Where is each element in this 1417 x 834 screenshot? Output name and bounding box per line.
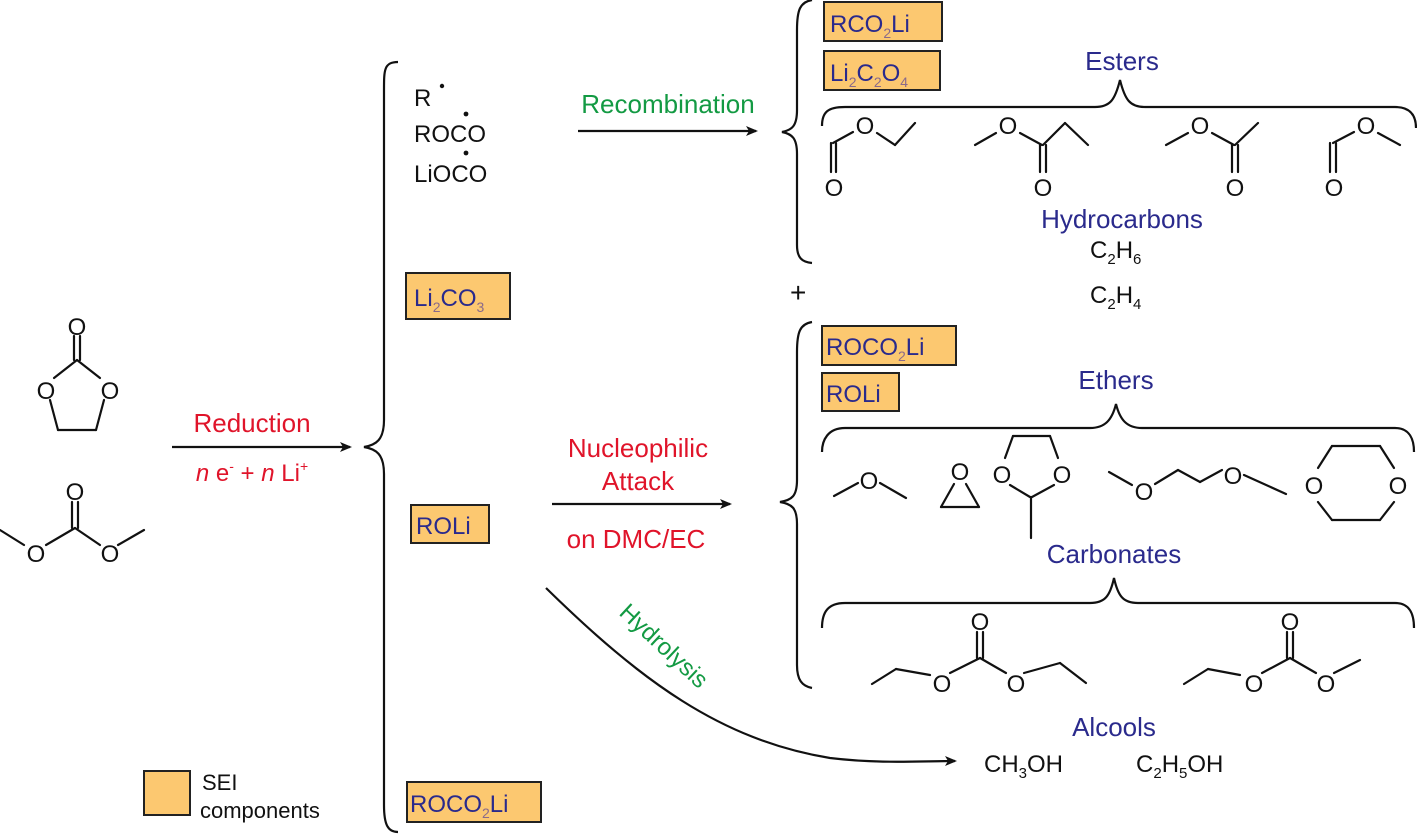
nucleophilic-products-brace [779, 320, 813, 690]
dimethyl-ether-structure: O [832, 468, 908, 500]
ec-carbonyl-o: O [68, 314, 87, 341]
svg-text:O: O [1053, 462, 1072, 489]
ethane-formula: C2H6 [1090, 237, 1141, 268]
intermediates-brace [363, 60, 399, 834]
svg-text:O: O [993, 462, 1012, 489]
carbonates-label: Carbonates [1047, 539, 1181, 569]
alcools-label: Alcools [1072, 712, 1156, 742]
radical-r: R [414, 85, 431, 112]
svg-text:O: O [1325, 175, 1344, 202]
roco2li-product-formula: ROCO2Li [826, 334, 924, 364]
svg-text:O: O [1034, 175, 1053, 202]
svg-text:O: O [999, 113, 1018, 140]
hydrocarbons-label: Hydrocarbons [1041, 204, 1203, 234]
recombination-label: Recombination [581, 89, 754, 119]
legend: SEI components [143, 770, 320, 823]
ethanol-formula: C2H5OH [1136, 751, 1223, 782]
svg-text:O: O [1135, 479, 1154, 506]
diethyl-carbonate-structure: O O O [870, 609, 1088, 698]
svg-text:O: O [1224, 463, 1243, 490]
radical-intermediates: R ROCO LiOCO [414, 83, 487, 188]
nucleophilic-label-line2: Attack [602, 466, 675, 496]
legend-swatch [143, 770, 191, 816]
li2co3-formula: Li2CO3 [414, 285, 484, 315]
svg-text:O: O [860, 468, 879, 495]
roco2li-formula: ROCO2Li [410, 791, 508, 821]
nucleophilic-label-line1: Nucleophilic [568, 433, 708, 463]
svg-text:O: O [1226, 175, 1245, 202]
nucleophilic-condition: on DMC/EC [567, 524, 706, 554]
svg-text:O: O [971, 609, 990, 636]
ethers-label: Ethers [1078, 365, 1153, 395]
methanol-formula: CH3OH [984, 751, 1063, 782]
ethers-brace [820, 403, 1416, 453]
legend-line1: SEI [202, 770, 237, 795]
roli-sei-component: ROLi [410, 504, 490, 544]
carbonates-brace [820, 577, 1416, 629]
dmc-carbonyl-o: O [66, 479, 85, 506]
methyl-acetate-structure: O O [1164, 113, 1260, 202]
dmc-ether-o-left: O [27, 541, 46, 568]
rco2li-sei-component: RCO2Li [823, 1, 943, 42]
svg-text:O: O [1389, 473, 1408, 500]
ec-ring-o-right: O [101, 378, 120, 405]
ethylene-oxide-structure: O [939, 459, 981, 509]
ethyl-formate-structure: O O [825, 113, 917, 202]
dimethoxyethane-structure: O O [1107, 463, 1288, 506]
radical-roco: ROCO [414, 121, 486, 148]
reduction-condition: n e- + n Li+ [196, 458, 308, 487]
reduction-step: Reduction n e- + n Li+ [172, 408, 352, 487]
svg-text:O: O [1007, 671, 1026, 698]
svg-text:O: O [825, 175, 844, 202]
legend-line2: components [200, 798, 320, 823]
svg-text:O: O [1305, 473, 1324, 500]
nucleophilic-attack-step: Nucleophilic Attack on DMC/EC [552, 433, 732, 554]
methyl-propionate-structure: O O [973, 113, 1090, 202]
hydrolysis-arrow [545, 587, 957, 767]
dmc-ether-o-right: O [101, 541, 120, 568]
dioxane-structure: O O [1305, 444, 1408, 522]
rco2li-formula: RCO2Li [830, 11, 910, 41]
methyl-dioxolane-structure: O O [993, 434, 1072, 540]
svg-text:O: O [1191, 113, 1210, 140]
reduction-label: Reduction [193, 408, 310, 438]
ethylene-carbonate-structure: O O O [37, 314, 120, 432]
svg-text:O: O [951, 459, 970, 486]
li2co3-sei-component: Li2CO3 [405, 272, 511, 320]
li2c2o4-sei-component: Li2C2O4 [823, 50, 941, 91]
roli-formula: ROLi [416, 513, 471, 540]
li2c2o4-formula: Li2C2O4 [830, 60, 908, 90]
recombination-step: Recombination [578, 89, 758, 136]
esters-label: Esters [1085, 46, 1159, 76]
svg-text:O: O [1281, 609, 1300, 636]
svg-text:O: O [1357, 113, 1376, 140]
roco2li-product-sei-component: ROCO2Li [821, 325, 957, 366]
roco2li-sei-component: ROCO2Li [406, 781, 542, 823]
svg-text:O: O [1317, 671, 1336, 698]
hydrolysis-label: Hydrolysis [614, 599, 713, 694]
methyl-formate-structure: O O [1325, 113, 1402, 202]
hydrolysis-step: Hydrolysis [545, 587, 957, 767]
radical-lioco: LiOCO [414, 161, 487, 188]
svg-text:O: O [1245, 671, 1264, 698]
esters-brace [820, 79, 1417, 129]
ethylene-formula: C2H4 [1090, 282, 1141, 313]
ethyl-methyl-carbonate-structure: O O O [1182, 609, 1362, 698]
recombination-products-brace [781, 0, 813, 265]
svg-text:O: O [933, 671, 952, 698]
svg-text:O: O [856, 113, 875, 140]
plus-sign: + [790, 277, 806, 308]
roli-product-formula: ROLi [826, 381, 881, 408]
ec-ring-o-left: O [37, 378, 56, 405]
dimethyl-carbonate-structure: O O O [0, 479, 146, 568]
roli-product-sei-component: ROLi [821, 372, 900, 412]
